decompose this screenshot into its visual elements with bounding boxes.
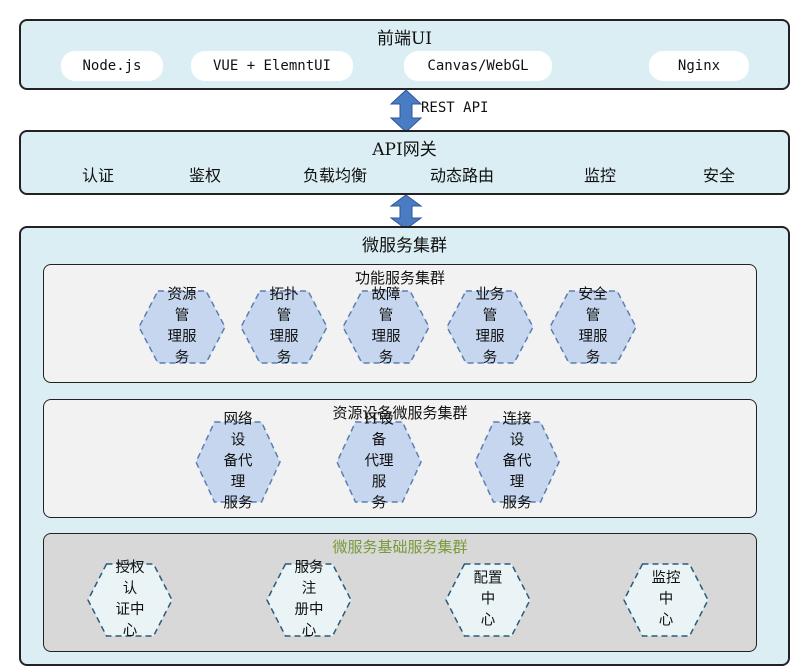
gateway-item-monitor: 监控 bbox=[583, 166, 617, 185]
gateway-item-auth: 认证 bbox=[81, 166, 115, 185]
hexagon-shape bbox=[342, 290, 430, 364]
hexagon-shape bbox=[138, 290, 226, 364]
gateway-cluster-arrow bbox=[389, 194, 423, 230]
service-label-line: 理服务 bbox=[269, 329, 299, 366]
service-label-line: 服务 bbox=[502, 495, 532, 512]
service-label-line: 理服务 bbox=[578, 329, 608, 366]
device-cluster-title: 资源设备微服务集群 bbox=[332, 404, 468, 422]
gateway-panel: API网关 认证 鉴权 负载均衡 动态路由 监控 安全 bbox=[19, 130, 790, 195]
hexagon-shape bbox=[446, 290, 534, 364]
service-label-line: 安全管 bbox=[578, 287, 608, 324]
frontend-panel: 前端UI Node.js VUE + ElemntUI Canvas/WebGL… bbox=[19, 19, 790, 90]
functional-cluster: 功能服务集群 资源管理服务拓扑管理服务故障管理服务业务管理服务安全管理服务 bbox=[43, 264, 757, 383]
functional-cluster-title: 功能服务集群 bbox=[354, 269, 445, 287]
service-label-line: 配置中 bbox=[473, 570, 503, 608]
hexagon-shape bbox=[266, 563, 352, 637]
base-service-hex: 服务注册中心 bbox=[266, 560, 352, 639]
gateway-title: API网关 bbox=[372, 140, 437, 160]
frontend-title: 前端UI bbox=[376, 29, 433, 49]
gateway-item-routing: 动态路由 bbox=[429, 166, 495, 185]
device-service-hex: 连接设备代理服务 bbox=[474, 412, 560, 512]
service-label-line: 监控中 bbox=[651, 570, 681, 608]
hexagon-shape bbox=[474, 421, 560, 503]
device-service-hex: IT设备代理服务 bbox=[336, 412, 422, 512]
functional-service-hex: 故障管理服务 bbox=[342, 287, 430, 366]
frontend-item-nodejs: Node.js bbox=[61, 51, 163, 81]
service-label-line: 拓扑管 bbox=[269, 287, 299, 324]
service-label-line: 服务注 bbox=[294, 560, 324, 597]
cluster-panel: 微服务集群 功能服务集群 资源管理服务拓扑管理服务故障管理服务业务管理服务安全管… bbox=[19, 226, 790, 666]
hexagon-shape bbox=[240, 290, 328, 364]
service-label-line: 理服务 bbox=[371, 329, 401, 366]
service-label-line: 理服务 bbox=[167, 329, 197, 366]
service-label-line: IT设备 bbox=[364, 411, 394, 449]
service-label-line: 网络设 bbox=[223, 411, 253, 449]
service-label-line: 心 bbox=[480, 612, 496, 629]
rest-api-label: REST API bbox=[421, 100, 489, 116]
base-service-hex: 授权认证中心 bbox=[87, 560, 173, 639]
cluster-title: 微服务集群 bbox=[362, 236, 447, 256]
service-label-line: 授权认 bbox=[115, 560, 145, 597]
frontend-item-nginx: Nginx bbox=[649, 51, 749, 81]
frontend-item-canvas: Canvas/WebGL bbox=[404, 51, 552, 81]
base-cluster: 微服务基础服务集群 授权认证中心服务注册中心配置中心监控中心 bbox=[43, 533, 757, 652]
service-label-line: 故障管 bbox=[371, 287, 401, 324]
base-service-hex: 监控中心 bbox=[623, 563, 709, 637]
rest-api-arrow bbox=[389, 89, 423, 133]
functional-service-hex: 业务管理服务 bbox=[446, 287, 534, 366]
gateway-item-loadbalance: 负载均衡 bbox=[302, 166, 368, 185]
frontend-item-vue: VUE + ElemntUI bbox=[191, 51, 353, 81]
hexagon-shape bbox=[549, 290, 637, 364]
functional-service-hex: 安全管理服务 bbox=[549, 287, 637, 366]
functional-service-hex: 拓扑管理服务 bbox=[240, 287, 328, 366]
service-label-line: 连接设 bbox=[502, 411, 532, 449]
hexagon-shape bbox=[336, 421, 422, 503]
device-service-hex: 网络设备代理服务 bbox=[195, 412, 281, 512]
hexagon-shape bbox=[87, 563, 173, 637]
service-label-line: 备代理 bbox=[223, 453, 253, 491]
service-label-line: 册中心 bbox=[294, 602, 324, 639]
service-label-line: 代理服 bbox=[364, 453, 394, 491]
service-label-line: 服务 bbox=[223, 495, 253, 512]
base-cluster-title: 微服务基础服务集群 bbox=[332, 538, 468, 556]
service-label-line: 业务管 bbox=[475, 287, 505, 324]
service-label-line: 务 bbox=[371, 495, 387, 512]
hexagon-shape bbox=[195, 421, 281, 503]
service-label-line: 心 bbox=[658, 612, 674, 629]
hexagon-shape bbox=[445, 563, 531, 637]
service-label-line: 证中心 bbox=[115, 602, 145, 639]
service-label-line: 理服务 bbox=[475, 329, 505, 366]
service-label-line: 备代理 bbox=[502, 453, 532, 491]
gateway-item-authz: 鉴权 bbox=[188, 166, 222, 185]
service-label-line: 资源管 bbox=[167, 287, 197, 324]
gateway-item-security: 安全 bbox=[702, 166, 736, 185]
base-service-hex: 配置中心 bbox=[445, 563, 531, 637]
hexagon-shape bbox=[623, 563, 709, 637]
functional-service-hex: 资源管理服务 bbox=[138, 287, 226, 366]
